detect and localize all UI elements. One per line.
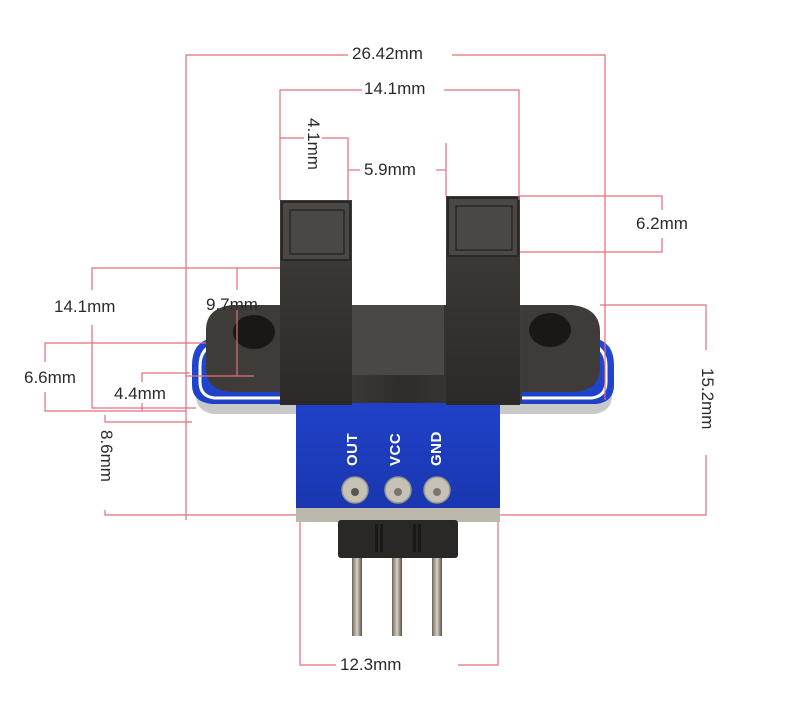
left-mounting-flange — [206, 305, 290, 392]
pcb-label-vcc: VCC — [387, 432, 404, 466]
dim-arm-depth: 6.2mm — [634, 214, 690, 233]
dim-arm-height: 4.1mm — [304, 116, 323, 172]
dim-hole-offset: 9.7mm — [206, 295, 258, 314]
solder-pads — [341, 476, 451, 504]
dim-pin-span: 12.3mm — [338, 655, 404, 674]
dim-flange-height: 6.6mm — [22, 368, 78, 387]
right-mounting-flange — [515, 305, 600, 392]
pcb-label-out: OUT — [344, 432, 361, 466]
left-sensor-arm — [280, 200, 352, 405]
dim-hole-center: 4.4mm — [112, 384, 168, 403]
dimension-lines — [44, 54, 707, 666]
dim-overall-width: 26.42mm — [350, 44, 425, 63]
dim-pcb-tab-height: 8.6mm — [97, 428, 116, 484]
dim-slot-gap: 5.9mm — [362, 160, 418, 179]
pin-header — [338, 520, 458, 558]
pcb-label-gnd: GND — [428, 431, 445, 466]
dim-slot-outer-width: 14.1mm — [362, 79, 428, 98]
header-pins — [352, 558, 442, 636]
right-sensor-arm — [446, 196, 520, 405]
dim-body-height-right: 15.2mm — [698, 366, 717, 432]
dim-total-height-left: 14.1mm — [52, 297, 118, 316]
